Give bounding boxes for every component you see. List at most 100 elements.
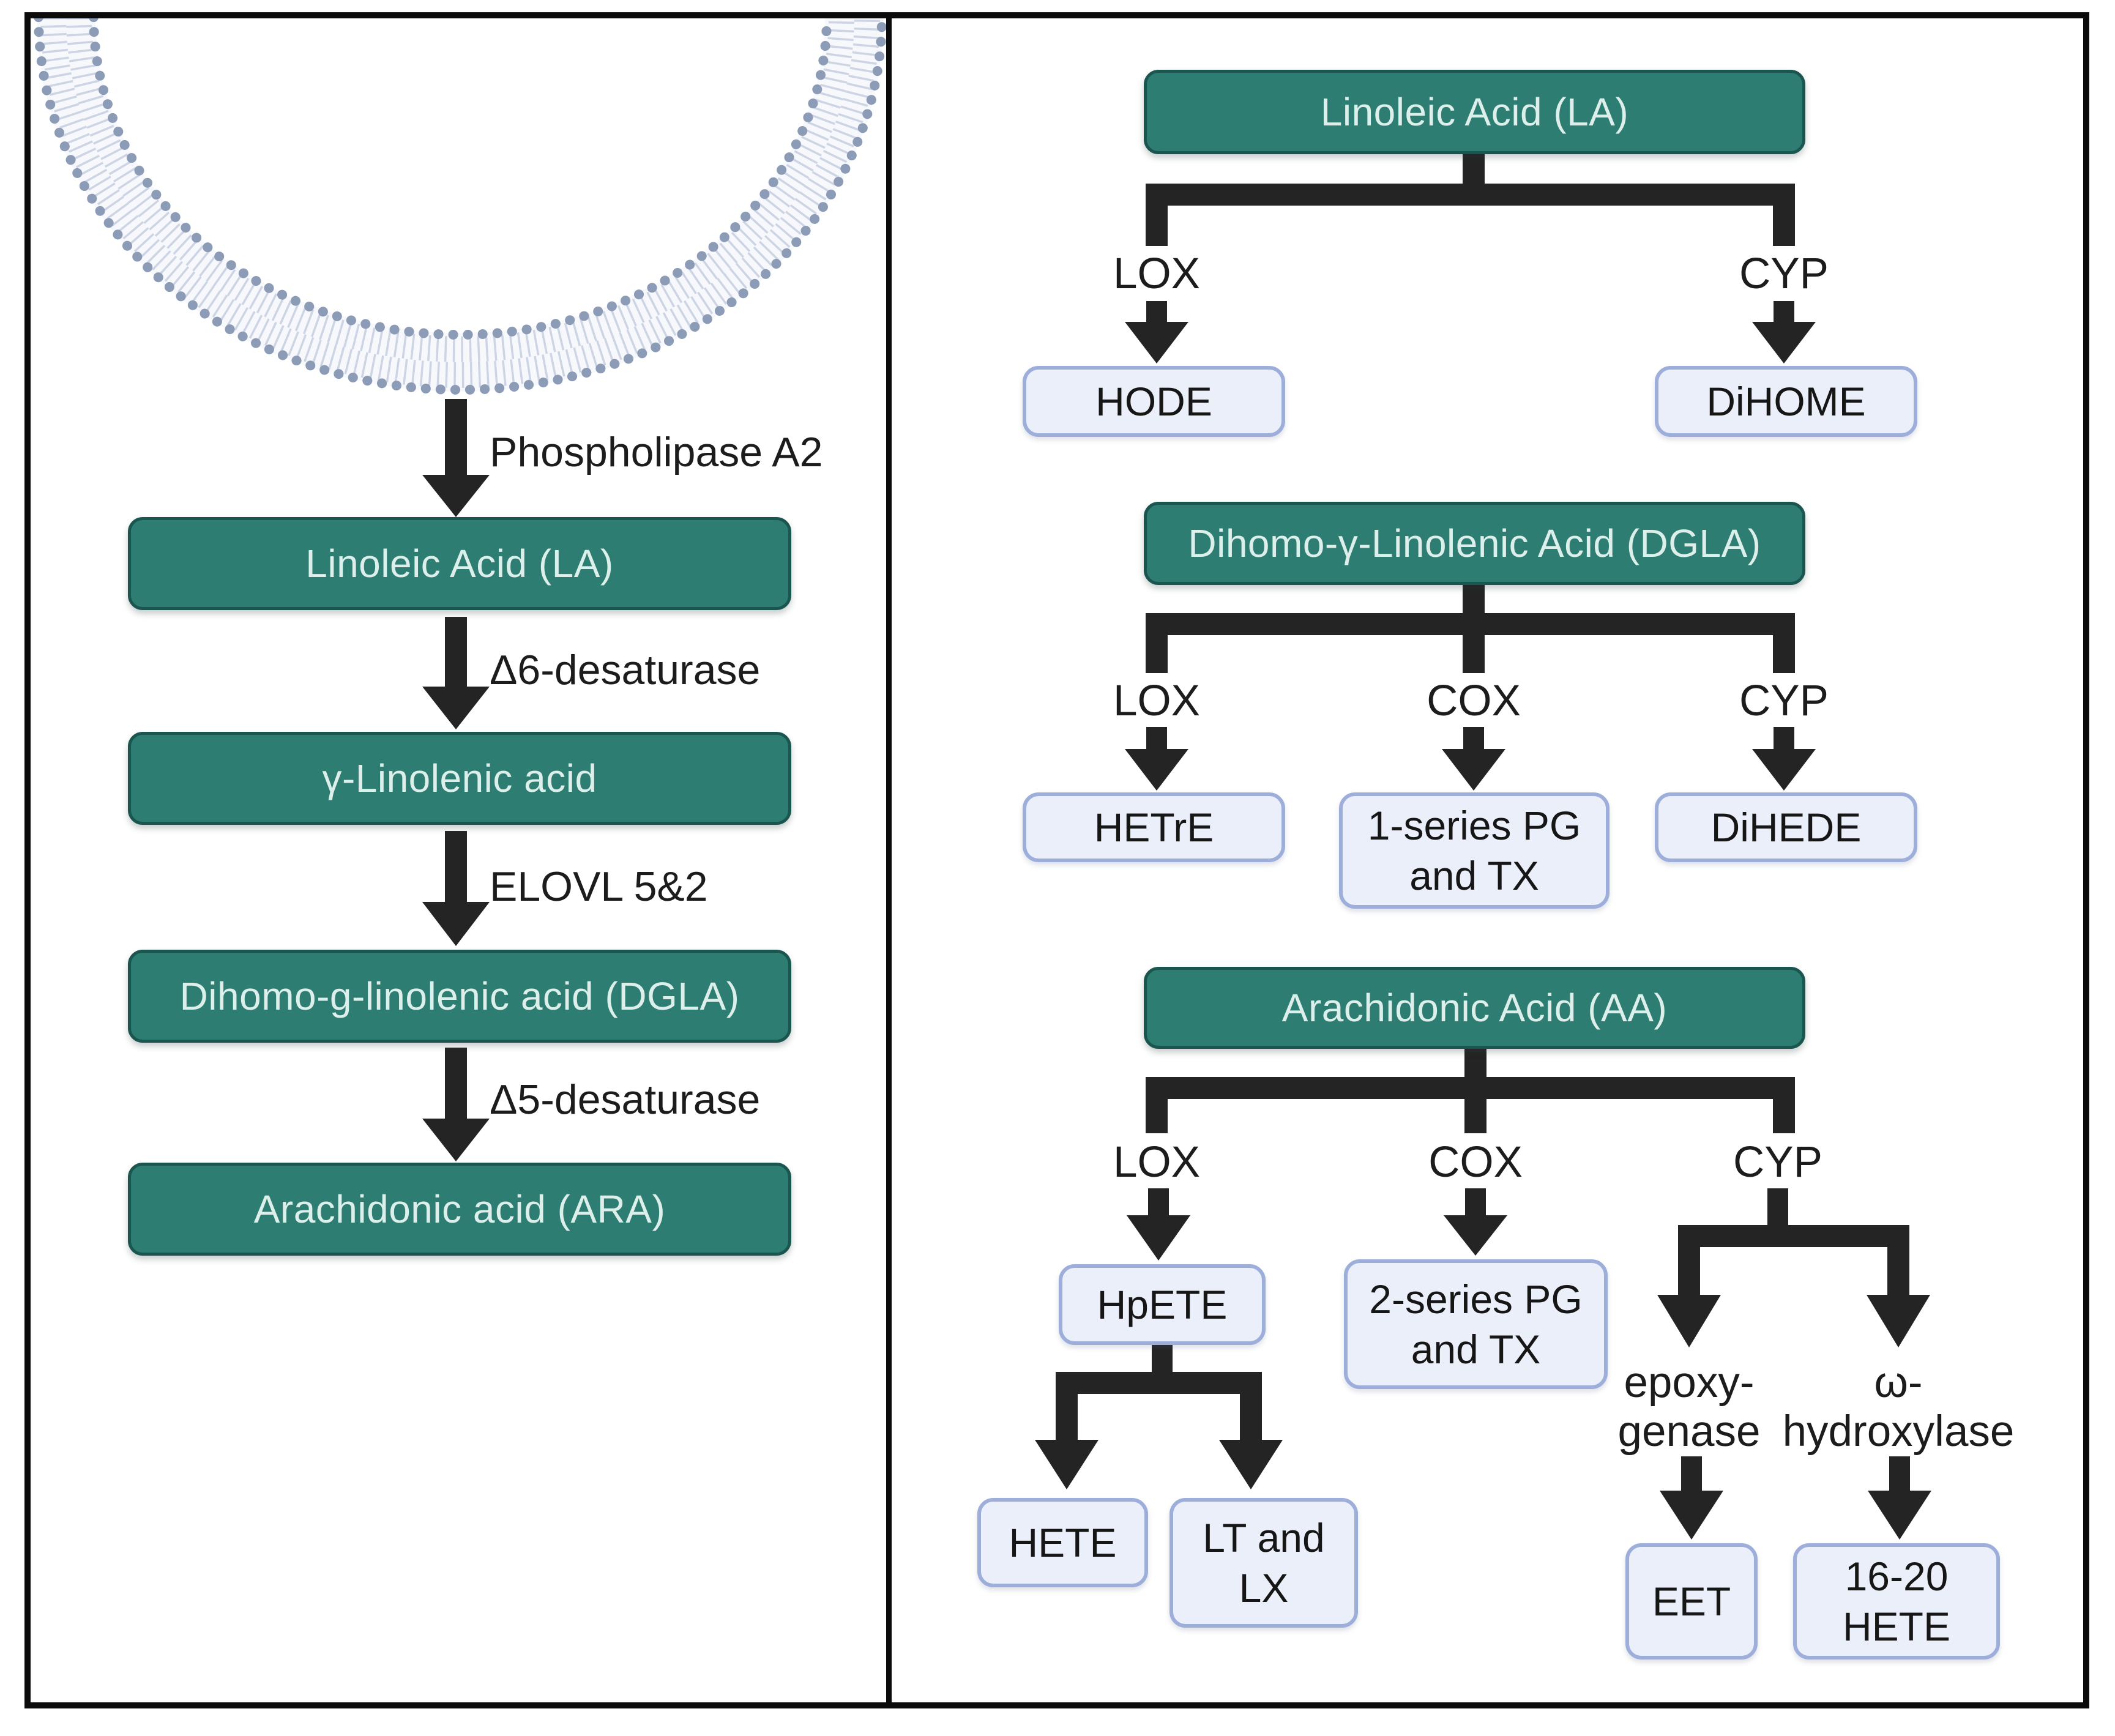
connector-drop <box>1056 1372 1078 1442</box>
arrow-stem <box>1774 727 1794 751</box>
arrow-stem <box>1146 301 1167 324</box>
connector-bar <box>1146 184 1795 206</box>
enzyme-label-cyp-la: CYP <box>1739 250 1829 298</box>
arrow-head <box>1125 749 1188 791</box>
enzyme-label-cyp-aa: CYP <box>1733 1138 1822 1187</box>
root-box-aa: Arachidonic Acid (AA) <box>1144 967 1805 1049</box>
arrow-head <box>1868 1491 1931 1540</box>
arrow-stem <box>1148 1188 1169 1218</box>
product-box-hode: HODE <box>1023 366 1285 437</box>
arrow-head <box>422 902 490 946</box>
metabolite-box-ara: Arachidonic acid (ARA) <box>128 1163 791 1256</box>
enzyme-label-omega-hydroxylase: ω- hydroxylase <box>1782 1358 2015 1456</box>
root-stem <box>1463 152 1485 188</box>
arrow-head <box>422 1119 490 1161</box>
metabolite-box-dgla-left: Dihomo-g-linolenic acid (DGLA) <box>128 950 791 1043</box>
root-box-la: Linoleic Acid (LA) <box>1144 70 1805 154</box>
arrow-stem <box>1146 727 1167 751</box>
arrow-stem <box>1681 1456 1702 1493</box>
arrow-head <box>422 475 490 517</box>
enzyme-label-lox-la: LOX <box>1113 250 1201 298</box>
connector-stem <box>1152 1344 1173 1374</box>
connector-stem <box>1767 1188 1788 1227</box>
arrow-head <box>1752 749 1816 791</box>
enzyme-label-d5-desaturase: Δ5-desaturase <box>490 1076 761 1123</box>
arrow-head <box>1660 1491 1723 1540</box>
product-box-hete: HETE <box>977 1498 1148 1587</box>
connector-drop <box>1146 613 1168 673</box>
connector-drop <box>1463 635 1485 673</box>
enzyme-label-lox-dgla: LOX <box>1113 677 1201 725</box>
connector-drop <box>1146 184 1168 246</box>
product-box-lt-lx: LT and LX <box>1169 1498 1358 1628</box>
arrow-head <box>1442 749 1505 791</box>
root-stem <box>1463 583 1485 617</box>
product-box-hpete: HpETE <box>1059 1264 1266 1345</box>
connector-drop <box>1773 1077 1795 1133</box>
connector-bar <box>1056 1372 1262 1394</box>
product-box-dihede: DiHEDE <box>1655 792 1917 862</box>
connector-drop <box>1240 1372 1262 1442</box>
arrow-stem <box>445 617 467 689</box>
arrow-head <box>1219 1440 1283 1489</box>
cyp-split-connector <box>1657 1188 1931 1540</box>
connector-drop <box>1464 1099 1486 1133</box>
connector-bar <box>1678 1225 1909 1247</box>
arrow-phospholipase-a2 <box>422 399 490 517</box>
tree-aa-connector <box>1127 1045 1795 1261</box>
connector-drop <box>1773 613 1795 673</box>
enzyme-label-lox-aa: LOX <box>1113 1138 1201 1187</box>
arrow-head <box>1035 1440 1099 1489</box>
product-box-1-series-pg-tx: 1-series PG and TX <box>1339 792 1610 909</box>
connector-drop <box>1146 1077 1168 1133</box>
tree-dgla-connector <box>1125 583 1816 791</box>
enzyme-label-elovl: ELOVL 5&2 <box>490 863 708 910</box>
product-box-eet: EET <box>1625 1543 1758 1660</box>
tree-la-connector <box>1125 152 1816 363</box>
arrow-stem <box>1465 1188 1486 1218</box>
arrow-head <box>1752 322 1816 363</box>
enzyme-label-cyp-dgla: CYP <box>1739 677 1829 725</box>
enzyme-label-epoxygenase: epoxy- genase <box>1617 1358 1761 1456</box>
arrow-stem <box>445 1048 467 1121</box>
product-box-16-20-hete: 16-20 HETE <box>1793 1543 2000 1660</box>
enzyme-label-d6-desaturase: Δ6-desaturase <box>490 647 761 693</box>
enzyme-label-cox-aa: COX <box>1428 1138 1523 1187</box>
arrow-head <box>1127 1215 1190 1261</box>
arrow-head <box>422 687 490 729</box>
arrow-stem <box>445 831 467 904</box>
membrane-outer-heads <box>34 12 887 395</box>
enzyme-label-phospholipase-a2: Phospholipase A2 <box>490 429 823 475</box>
arrow-d6-desaturase <box>422 617 490 729</box>
product-box-2-series-pg-tx: 2-series PG and TX <box>1344 1259 1608 1389</box>
connector-drop <box>1887 1225 1909 1297</box>
arrow-head <box>1867 1295 1930 1347</box>
arrow-elovl <box>422 831 490 946</box>
root-box-dgla: Dihomo-γ-Linolenic Acid (DGLA) <box>1144 502 1805 585</box>
connector-bar <box>1146 1077 1795 1099</box>
metabolite-box-la-left: Linoleic Acid (LA) <box>128 517 791 610</box>
membrane-inner-heads <box>89 12 832 340</box>
connector-drop <box>1773 184 1795 246</box>
connector-bar <box>1146 613 1795 635</box>
membrane-outer-tails <box>40 17 880 388</box>
arrow-stem <box>445 399 467 477</box>
metabolite-box-gla: γ-Linolenic acid <box>128 732 791 825</box>
arrow-head <box>1125 322 1188 363</box>
arrow-head <box>1657 1295 1721 1347</box>
arrow-head <box>1444 1215 1507 1256</box>
arrow-stem <box>1774 301 1794 324</box>
arrow-d5-desaturase <box>422 1048 490 1161</box>
cell-membrane-icon <box>34 12 887 395</box>
product-box-hetre: HETrE <box>1023 792 1285 862</box>
panel-divider <box>886 13 892 1707</box>
root-stem <box>1464 1045 1486 1081</box>
connector-drop <box>1678 1225 1700 1297</box>
hpete-split-connector <box>1035 1344 1283 1489</box>
membrane-band <box>37 17 884 392</box>
arrow-stem <box>1889 1456 1910 1493</box>
enzyme-label-cox-dgla: COX <box>1427 677 1521 725</box>
arrow-stem <box>1463 727 1484 751</box>
